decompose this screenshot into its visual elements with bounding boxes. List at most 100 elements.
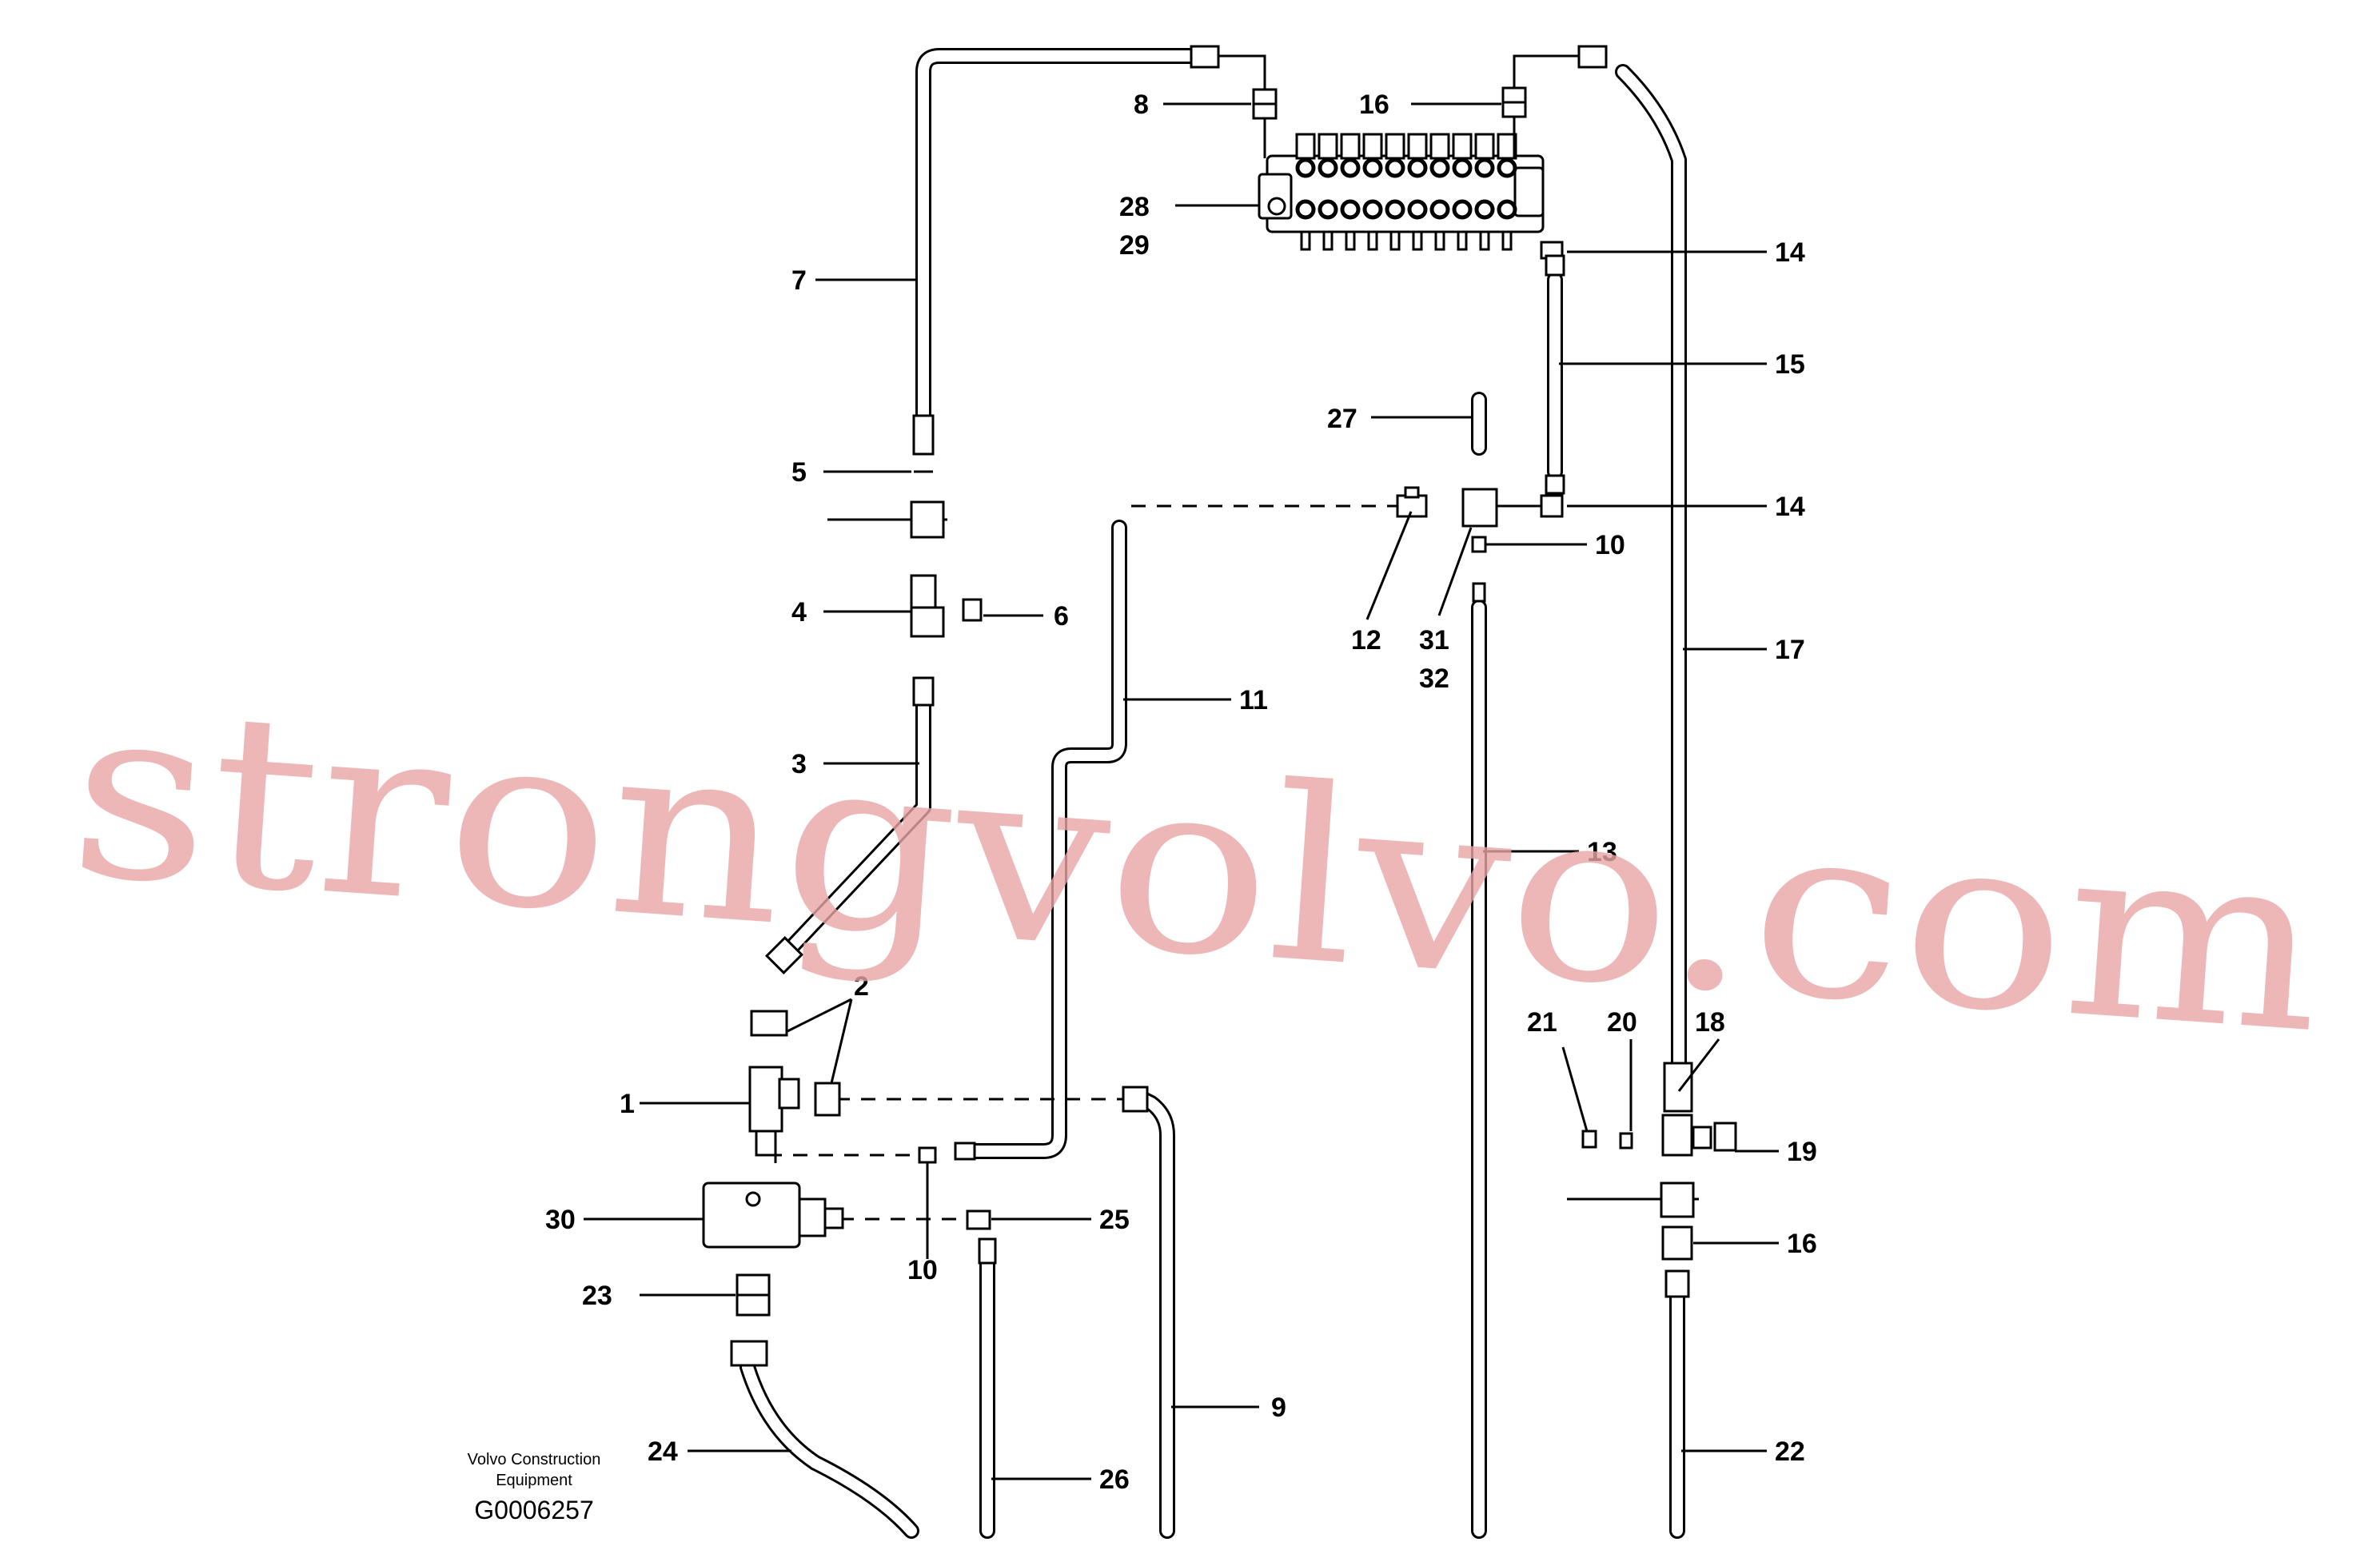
valve-port — [1497, 199, 1517, 220]
fitting-10-lower — [918, 1146, 937, 1164]
callout-13: 13 — [1587, 837, 1617, 867]
callout-9: 9 — [1271, 1393, 1286, 1423]
valve-stem — [1479, 230, 1490, 251]
valve-section-top — [1295, 133, 1316, 160]
block-30 — [702, 1181, 844, 1249]
callout-16-top: 16 — [1359, 90, 1389, 120]
callout-16-lower: 16 — [1787, 1229, 1817, 1259]
valve-port — [1340, 157, 1361, 178]
valve-stem — [1367, 230, 1378, 251]
valve-section-top — [1452, 133, 1473, 160]
callout-29: 29 — [1119, 230, 1150, 261]
valve-port — [1340, 199, 1361, 220]
valve-port — [1407, 199, 1428, 220]
tee-31-32 — [1461, 488, 1541, 528]
callout-4: 4 — [791, 597, 807, 628]
valve-section-top — [1429, 133, 1450, 160]
callout-11: 11 — [1239, 685, 1268, 715]
fitting-23 — [736, 1273, 771, 1317]
valve-port — [1362, 199, 1383, 220]
drawing-code: G0006257 — [474, 1496, 593, 1524]
valve-port — [1318, 199, 1338, 220]
valve-port — [1452, 157, 1473, 178]
valve-1 — [748, 1066, 800, 1157]
valve-port — [1295, 157, 1316, 178]
valve-stem — [1322, 230, 1334, 251]
control-valve-block — [1258, 133, 1545, 251]
hose-11 — [967, 520, 1127, 1159]
callout-22: 22 — [1775, 1436, 1805, 1467]
fittings-18-21 — [1581, 1062, 1737, 1157]
fitting-3-end — [764, 935, 804, 975]
callout-30: 30 — [545, 1205, 576, 1235]
valve-stem — [1457, 230, 1468, 251]
valve-section-top — [1362, 133, 1383, 160]
valve-section-top — [1407, 133, 1428, 160]
valve-stem — [1389, 230, 1401, 251]
callout-6: 6 — [1054, 601, 1069, 632]
clamp-upper — [827, 500, 947, 539]
callout-18: 18 — [1695, 1007, 1725, 1038]
hose-9 — [1135, 1091, 1175, 1539]
callout-31: 31 — [1419, 625, 1449, 655]
watermark-text: strongvolvo.com — [62, 651, 2330, 1086]
valve-port — [1452, 199, 1473, 220]
callout-19: 19 — [1787, 1137, 1817, 1167]
callout-21: 21 — [1527, 1007, 1557, 1038]
valve-stem — [1434, 230, 1445, 251]
callout-1: 1 — [620, 1089, 635, 1119]
callout-32: 32 — [1419, 663, 1449, 694]
valve-4 — [910, 574, 983, 638]
valve-port — [1497, 157, 1517, 178]
fitting-5 — [912, 414, 935, 473]
callout-2: 2 — [854, 971, 869, 1002]
hose-3 — [783, 695, 931, 955]
fitting-3-top — [912, 676, 935, 707]
connectors-top — [1190, 45, 1608, 90]
valve-section-top — [1340, 133, 1361, 160]
fitting-8 — [1252, 88, 1278, 158]
valve-port — [1407, 157, 1428, 178]
elbow-14-lower — [1540, 474, 1565, 518]
valve-section-top — [1385, 133, 1405, 160]
clamp-lower — [1567, 1181, 1699, 1218]
caption-line-1: Volvo Construction — [468, 1451, 601, 1468]
fitting-2 — [750, 1010, 841, 1117]
valve-port — [1318, 157, 1338, 178]
fitting-11-end — [954, 1142, 976, 1161]
fitting-24-top — [730, 1340, 768, 1367]
elbow-9 — [1122, 1086, 1149, 1113]
valve-stem — [1412, 230, 1423, 251]
callout-5: 5 — [791, 457, 807, 488]
valve-port — [1474, 199, 1495, 220]
leader-lines — [584, 102, 1779, 1480]
elbow-25 — [966, 1209, 997, 1265]
caption-line-2: Equipment — [496, 1472, 572, 1489]
callout-17: 17 — [1775, 635, 1805, 665]
callout-26: 26 — [1099, 1464, 1130, 1495]
callout-14-lower: 14 — [1775, 492, 1805, 522]
valve-section-top — [1474, 133, 1495, 160]
callout-14-upper: 14 — [1775, 237, 1805, 268]
hose-7 — [915, 48, 1199, 424]
callout-10-lower: 10 — [907, 1255, 938, 1285]
callout-25: 25 — [1099, 1205, 1130, 1235]
valve-stem — [1300, 230, 1311, 251]
valve-port — [1385, 199, 1405, 220]
callout-labels: 8 16 28 29 7 14 15 27 5 14 10 12 31 32 4… — [545, 90, 1817, 1495]
valve-port — [1362, 157, 1383, 178]
caption: Volvo Construction Equipment G0006257 — [468, 1451, 601, 1524]
callout-12: 12 — [1351, 625, 1381, 655]
valve-stem — [1501, 230, 1513, 251]
callout-23: 23 — [582, 1281, 612, 1311]
hose-17 — [1615, 64, 1687, 1071]
callout-24: 24 — [648, 1436, 678, 1467]
fitting-12 — [1396, 486, 1428, 518]
valve-port — [1474, 157, 1495, 178]
callout-7: 7 — [791, 265, 807, 296]
valve-port — [1429, 157, 1450, 178]
elbow-14-upper — [1540, 241, 1565, 277]
callout-27: 27 — [1327, 404, 1357, 434]
valve-section-top — [1318, 133, 1338, 160]
